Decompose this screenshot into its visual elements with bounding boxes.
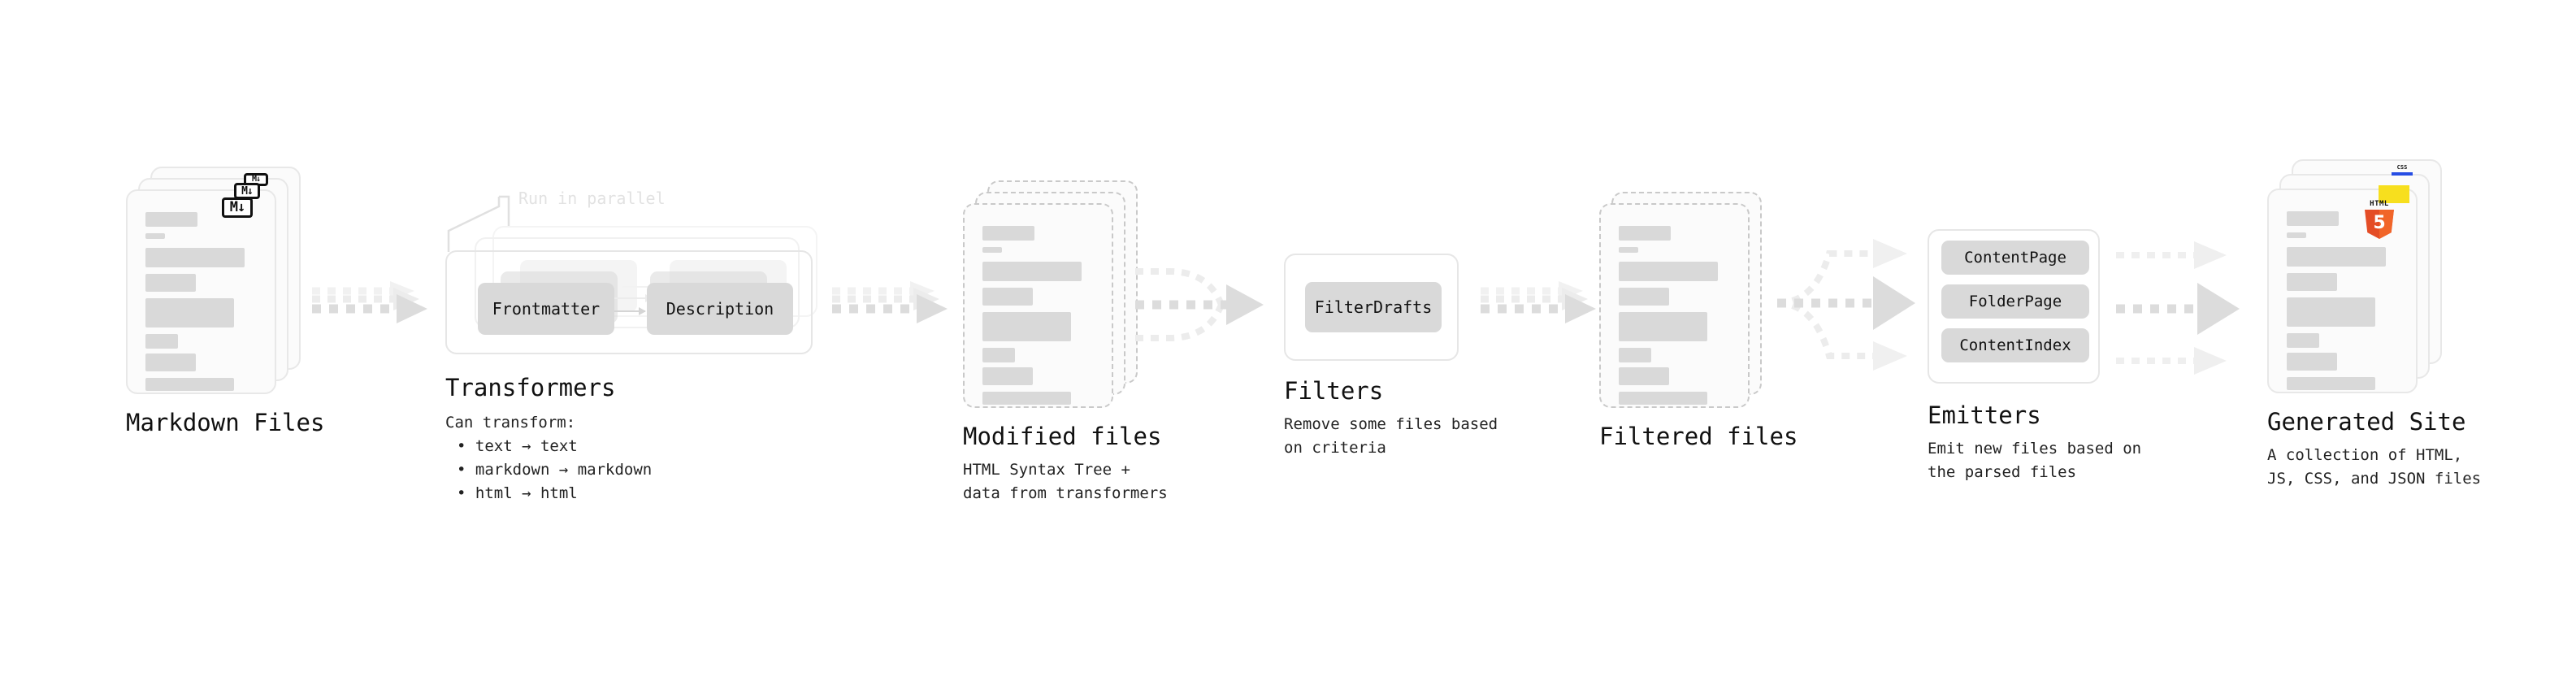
stage-modified-files: Modified files HTML Syntax Tree + data f… [963, 180, 1168, 502]
filters-box: FilterDrafts [1284, 254, 1459, 361]
chip-contentindex-label: ContentIndex [1959, 336, 2071, 354]
stage-filtered-files: Filtered files [1599, 180, 1798, 450]
connector-emitters-to-site [2113, 237, 2255, 380]
label-generated-site: Generated Site [2267, 408, 2466, 436]
subtitle-modified-files: HTML Syntax Tree + data from transformer… [963, 461, 1168, 502]
connector-modified-to-filters [1134, 260, 1280, 349]
css-logo: CSS [2392, 164, 2413, 176]
transformers-list-item-0: • text → text [457, 437, 578, 455]
subtitle-filters: Remove some files based on criteria [1284, 415, 1498, 457]
transformer-frame-2 [475, 237, 800, 328]
html5-logo: HTML 5 [2363, 200, 2396, 239]
chip-folderpage-label: FolderPage [1968, 293, 2062, 310]
html5-logo-five: 5 [2373, 213, 2386, 233]
label-modified-files: Modified files [963, 423, 1162, 450]
chip-description-label: Description [666, 299, 774, 319]
chip-contentpage-label: ContentPage [1964, 249, 2066, 267]
chip-frontmatter[interactable]: Frontmatter [478, 283, 614, 335]
transformer-arrow-1 [603, 307, 646, 315]
card-front [1599, 203, 1750, 408]
label-transformers: Transformers [445, 374, 616, 401]
emitters-box: ContentPage FolderPage ContentIndex [1928, 229, 2100, 384]
label-run-in-parallel: Run in parallel [518, 189, 666, 208]
label-emitters: Emitters [1928, 401, 2041, 429]
chip-description[interactable]: Description [647, 283, 793, 335]
connector-filtered-to-emitters [1776, 226, 1930, 380]
transformers-list-item-2: • html → html [457, 484, 578, 502]
chip-contentindex[interactable]: ContentIndex [1941, 328, 2089, 362]
card-front [126, 189, 276, 394]
chip-filterdrafts-label: FilterDrafts [1314, 297, 1433, 317]
transformer-frame-1 [445, 250, 813, 354]
label-markdown-files: Markdown Files [126, 409, 325, 436]
stage-generated-site: CSS HTML 5 Generated Site A collection o… [2267, 159, 2481, 488]
transformers-list-item-1: • markdown → markdown [457, 461, 653, 479]
subtitle-emitters: Emit new files based on the parsed files [1928, 440, 2142, 481]
markdown-logo-back-1: M↓ [234, 183, 260, 199]
chip-contentpage[interactable]: ContentPage [1941, 241, 2089, 275]
chip-filterdrafts[interactable]: FilterDrafts [1305, 282, 1442, 332]
transformer-arrow-2 [613, 294, 653, 302]
run-in-parallel-bracket [445, 193, 657, 252]
connector-filters-to-filtered [1477, 276, 1599, 333]
card-front [2267, 189, 2418, 393]
connector-md-to-transformers [309, 276, 431, 333]
label-filtered-files: Filtered files [1599, 423, 1798, 450]
transformers-list-intro: Can transform: [445, 414, 576, 432]
label-filters: Filters [1284, 377, 1384, 405]
js-logo [2379, 185, 2409, 203]
chip-folderpage[interactable]: FolderPage [1941, 284, 2089, 319]
html5-logo-text: HTML [2370, 200, 2389, 208]
chip-frontmatter-label: Frontmatter [492, 299, 601, 319]
stage-markdown-files: M↓ M↓ M↓ Markdown Files [126, 167, 324, 436]
markdown-logo: M↓ [222, 197, 253, 218]
subtitle-generated-site: A collection of HTML, JS, CSS, and JSON … [2267, 446, 2482, 488]
connector-transformers-to-modified [829, 276, 951, 333]
card-front [963, 203, 1113, 408]
